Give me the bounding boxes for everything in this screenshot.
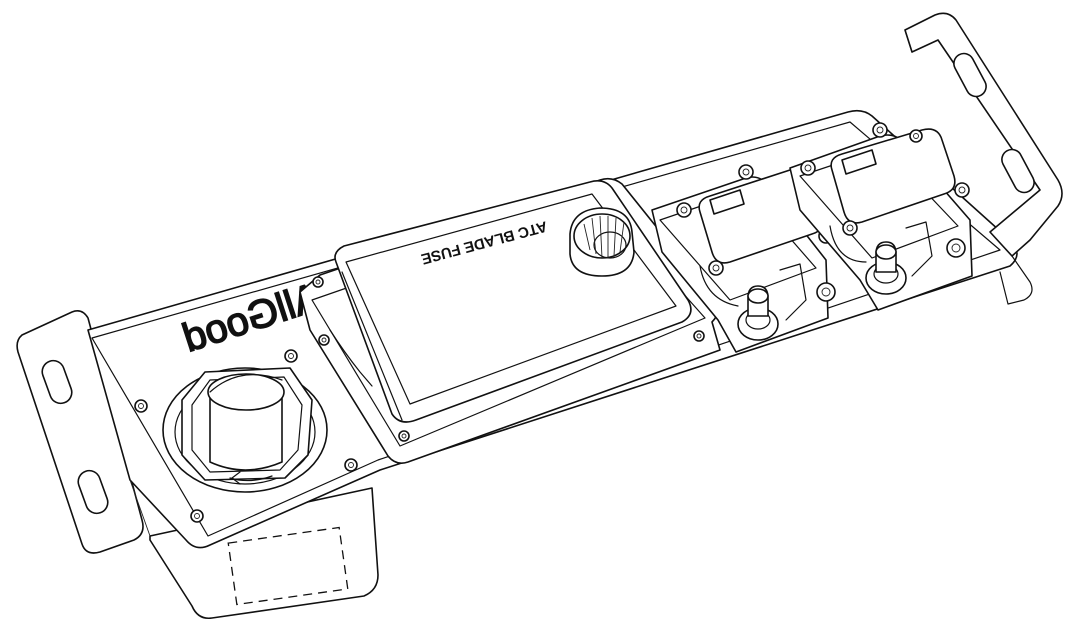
- right-tab-slot-lower: [1001, 148, 1035, 194]
- switch-mount-screws: [134, 349, 358, 523]
- breaker-2-terminal-stud: [865, 241, 907, 295]
- left-tab-slot-lower: [77, 469, 109, 515]
- circuit-breaker-2: [789, 122, 973, 311]
- left-mounting-tab: [16, 310, 144, 554]
- circuit-breaker-1: [651, 164, 836, 353]
- right-mounting-tab: [904, 12, 1063, 305]
- stud-terminal: [569, 207, 635, 277]
- breaker-2-side-screw: [946, 238, 966, 258]
- lower-housing-box: [149, 487, 379, 620]
- left-tab-slot-upper: [41, 359, 73, 405]
- breaker-1-side-screw: [816, 282, 836, 302]
- breaker-wire-1: [699, 265, 739, 307]
- breaker-wire-2: [829, 225, 867, 263]
- housing-label-area: [227, 526, 349, 606]
- battery-switch[interactable]: [162, 367, 328, 493]
- switch-knob-top[interactable]: [207, 373, 285, 411]
- right-tab-slot-upper: [953, 52, 987, 98]
- breaker-1-terminal-stud: [737, 285, 779, 341]
